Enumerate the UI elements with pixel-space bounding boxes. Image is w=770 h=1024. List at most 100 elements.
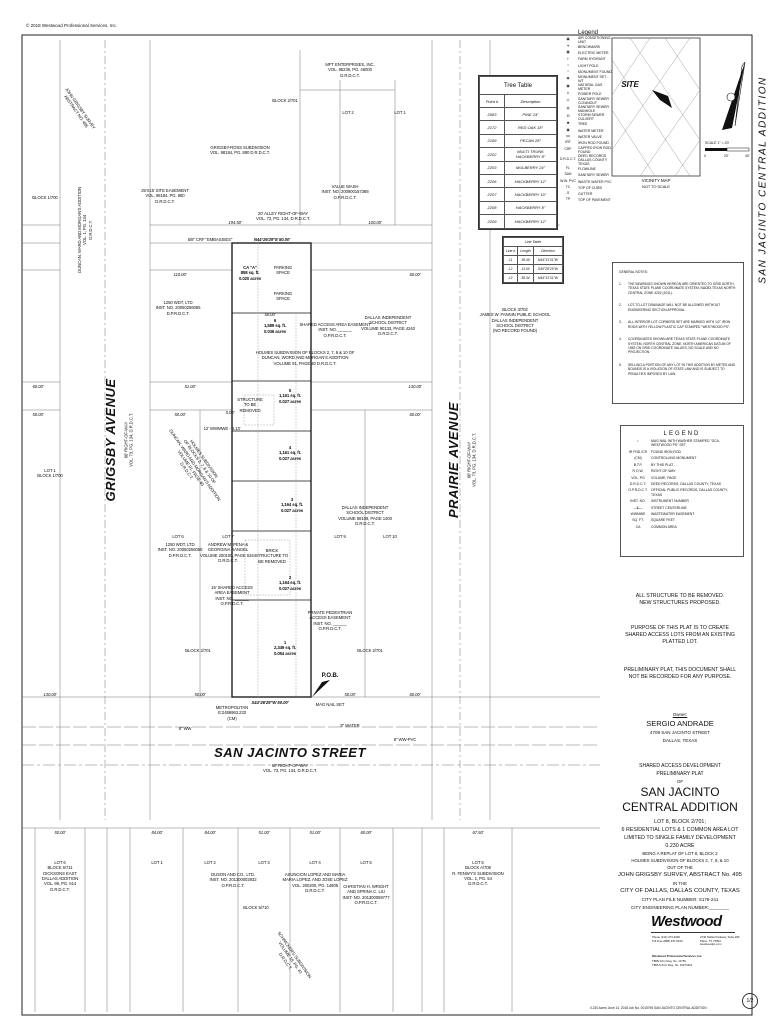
title-limited: LIMITED TO SINGLE FAMILY DEVELOPMENT [624,835,736,841]
scale-tick: 20' [724,154,729,158]
legend-symbol-icon: ▣ [566,127,570,132]
legend-abbreviation: B.T.P. [633,462,643,467]
legend-abbreviation: D.R.D.C.T. [629,481,647,486]
legend-item: ▣AIR CONDITIONING UNIT [558,36,618,44]
line-table-cell: L1 [502,255,519,265]
dimension-label: 60.00' [32,384,44,389]
plat-label: PARKING SPACE [273,291,293,302]
plat-label: VALUE WASH INST. NO. 200900157388 O.P.R.… [321,184,369,200]
tree-point: 2209 [479,214,505,229]
legend-item: SQ. FT.SQUARE FEET [625,518,739,522]
legend-item: O.P.R.D.C.T.OFFICIAL PUBLIC RECORDS, DAL… [625,488,739,497]
legend-symbol-icon: ⊟ [566,114,570,119]
city-plan-file: CITY PLAN FILE NUMBER: S178-241 [641,897,719,902]
plat-label: 5 1,161 sq. ft. 0.027 acres [278,388,302,404]
legend-item: ▣WATER METER [558,128,618,134]
plat-label: N44°26'29"E 50.00' [253,237,291,242]
legend-item: D.R.D.C.T.DEED RECORDS DALLAS COUNTY TEX… [558,154,618,166]
general-note: 1.THE BEARINGS SHOWN HEREON ARE ORIENTED… [619,282,737,295]
legend-label: MONUMENT FOUND [578,69,612,74]
tree-description: MULTI TRUNK HACKBERRY 8" [504,147,557,162]
street-prairie-avenue: PRAIRIE AVENUE [445,401,461,519]
plat-label: PRIVATE PEDESTRIAN ACCESS EASEMENT INST.… [307,610,353,632]
general-note: 5.SELLING A PORTION OF ANY LOT IN THIS A… [619,363,737,376]
symbol-legend: Legend ▣AIR CONDITIONING UNIT✦BENCHMARK▣… [558,30,618,203]
note-text: THE BEARINGS SHOWN HEREON ARE ORIENTED T… [628,282,736,295]
bottom-lot-dimension: 50.00' [54,830,66,835]
legend-symbol-icon: ◉ [566,76,570,81]
plat-label: MFT ENTERPRISES, INC. VOL. 95236, PG. 46… [325,62,375,78]
plat-label: HOLMES SUBDIVISION OF BLOCKS 2, 7, 8 & 1… [255,350,355,366]
legend-item: ☼LIGHT POLE [558,63,618,69]
plat-label: 4 1,161 sq. ft. 0.027 acres [278,445,302,461]
plat-label: LOT 1 [394,110,406,115]
legend-label: FLOWLINE [578,167,596,172]
note-text: ALL INTERIOR LOT CORNERS SET ARE MARKED … [628,320,731,329]
plat-label: 1250 WDT, LTD INST. NO. 20050256065 D.P.… [157,542,203,558]
dimension-label: 110.00' [173,272,187,277]
legend-symbol-icon: ✱ [566,121,570,126]
legend-label: BENCHMARK [578,45,601,50]
pob-arrow [312,680,330,697]
plat-label: BLOCK 2/701 [185,648,211,653]
plat-label: DALLAS INDEPENDENT SCHOOL DISTRICT VOLUM… [361,315,415,337]
legend-item: ▣ELECTRIC METER [558,50,618,56]
plat-label: LOT 6 [172,534,184,539]
note-number: 4. [619,337,622,342]
tree-description: RED OAK 18" [504,120,557,135]
dimension-label: 194.50' [228,220,242,225]
city-engineering-plan: CITY ENGINEERING PLAN NUMBER:________ [631,905,729,910]
plat-label: BLOCK 2/701 [272,98,298,103]
plat-label: S44°26'29"W 50.00' [251,700,289,705]
legend-label: MONUMENT SET - N/T [578,74,609,83]
alley-note: 20' ALLEY RIGHT-OF-WAY VOL. 73, PG. 134,… [255,211,311,222]
general-note: 2.LOT-TO-LOT DRAINAGE WILL NOT BE ALLOWE… [619,303,737,312]
legend-label: IRON ROD FOUND [578,140,609,145]
scale-label: SCALE 1" = 20' [705,141,730,145]
bottom-lot-dimension: 51.00' [309,830,321,835]
plat-label: PARKING SPACE [273,265,293,276]
plat-label: 3 1,164 sq. ft. 0.027 acres [280,497,304,513]
line-table-cell: N44°31'31"W [532,255,564,265]
plat-label: 6 1,589 sq. ft. 0.036 acres [263,318,287,334]
footer-job-info: 0.230 Acres June 14, 2018 Job No. 001579… [590,1006,707,1010]
legend-symbol-icon: SAN [564,172,572,177]
tree-point: 2207 [479,187,505,202]
dimension-label: 60.00' [409,692,421,697]
vicinity-map-subtitle: NOT TO SCALE [642,184,670,189]
legend-label: SANITARY SEWER [578,173,609,178]
owner-address: 4709 SAN JACINTO STREET [650,730,710,735]
legend-meaning: BY THIS PLAT [651,462,674,467]
line-table-header: Length [517,246,534,256]
plat-label: 8" WATER [340,723,360,728]
legend-item: ○MONUMENT FOUND [558,69,618,75]
legend-symbol-icon: ▣ [566,50,570,55]
legend-meaning: RIGHT-OF-WAY [651,469,676,474]
legend-symbol-icon: IRF [565,140,571,145]
tree-table-title: Tree Table [479,76,557,95]
legend-item: ✦BENCHMARK [558,44,618,50]
legend-abbreviation: R.O.W. [632,469,644,474]
dimension-label: 50.00' [344,692,356,697]
vicinity-site-label: SITE [621,80,639,89]
legend-meaning: COMMON AREA [651,524,677,529]
dimension-label: 100.00' [368,220,382,225]
title-lot: LOT 8, BLOCK 2/701; [654,819,706,825]
grigsby-row-note: 60' RIGHT-OF-WAY VOL. 73, PG. 134, D.R.D… [123,412,134,468]
legend-symbol-icon: D.R.D.C.T. [559,157,577,162]
structure-statement: ALL STRUCTURE TO BE REMOVED. NEW STRUCTU… [635,593,725,607]
legend-label: GUTTER [578,191,593,196]
plat-label: STRUCTURE TO BE REMOVED [237,397,263,413]
legend-item: ⊟STORM SEWER CULVERT [558,113,618,121]
legend-item: ◍SANITARY SEWER MANHOLE [558,105,618,113]
legend-label: TREE [578,122,588,127]
legend-label: DEED RECORDS DALLAS COUNTY TEXAS [578,154,608,167]
plat-name-2: CENTRAL ADDITION [622,800,738,814]
logo-rule [651,932,735,933]
